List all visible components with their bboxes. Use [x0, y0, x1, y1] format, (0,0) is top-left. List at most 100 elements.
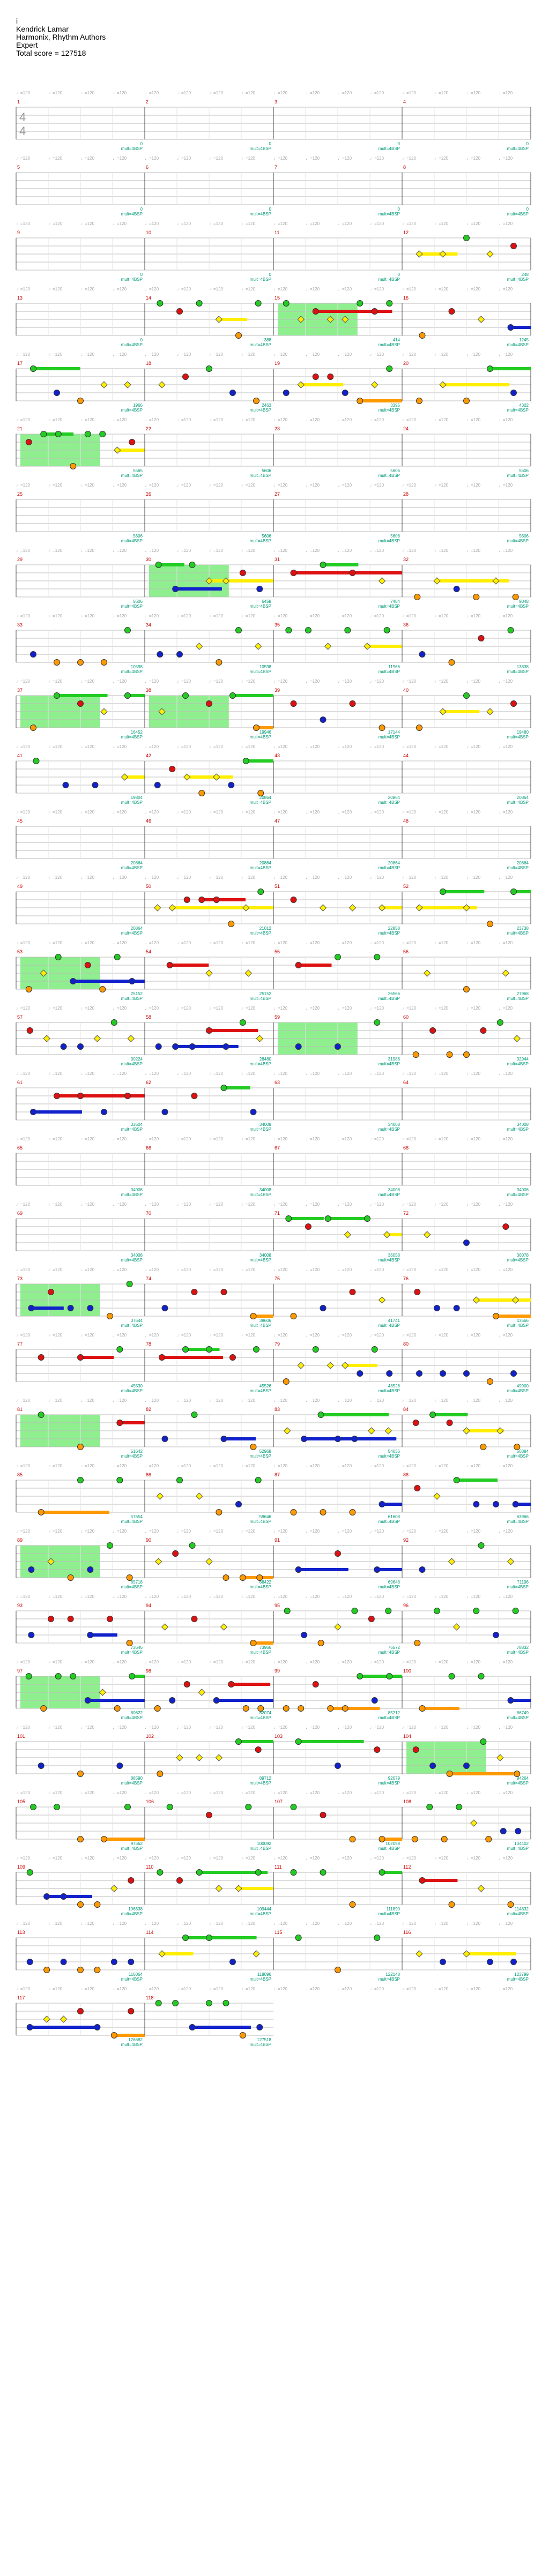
note-gem	[453, 1305, 460, 1311]
tempo-marker: ♩=120	[48, 1529, 63, 1534]
note-gem	[414, 1289, 421, 1295]
tempo-marker: ♩=120	[466, 1987, 481, 1991]
sustain-note	[120, 1421, 145, 1424]
tempo-marker: ♩=120	[48, 1137, 63, 1141]
note-gem	[414, 1485, 421, 1491]
measure-score: 80622	[131, 1711, 143, 1715]
note-gem	[242, 758, 249, 764]
measure-score: 56884	[517, 1449, 529, 1454]
tempo-marker: ♩=120	[80, 352, 95, 357]
measure-number: 73	[17, 1276, 23, 1281]
tempo-marker: ♩=120	[402, 91, 417, 95]
measure-score: 69648	[388, 1580, 400, 1585]
note-gem	[379, 1869, 385, 1876]
note-gem	[256, 2024, 263, 2030]
note-gem	[344, 1231, 352, 1238]
measure-number: 75	[274, 1276, 280, 1281]
tempo-marker: ♩=120	[241, 287, 256, 292]
tempo-marker: ♩=120	[209, 156, 224, 161]
note-gem	[28, 1566, 35, 1573]
measure-number: 118	[146, 1995, 153, 2000]
measure-number: 32	[403, 557, 409, 562]
tempo-marker: ♩=120	[16, 1725, 31, 1730]
measure-number: 27	[274, 491, 280, 497]
tempo-marker: ♩=120	[241, 1398, 256, 1403]
note-gem	[295, 1738, 302, 1745]
note-gem	[379, 1501, 385, 1507]
tempo-marker: ♩=120	[16, 548, 31, 553]
note-gem	[317, 1640, 324, 1646]
measure-score: 20864	[259, 861, 272, 865]
sustain-note	[443, 383, 510, 386]
multiplier-label: mult=4BSP	[379, 1127, 400, 1132]
multiplier-label: mult=4BSP	[250, 1127, 271, 1132]
measure-score: 89712	[259, 1776, 272, 1781]
measure-number: 72	[403, 1211, 409, 1216]
note-gem	[54, 1093, 60, 1099]
note-gem	[320, 1869, 327, 1876]
tempo-marker: ♩=120	[370, 1725, 384, 1730]
note-gem	[60, 1043, 67, 1050]
tempo-marker: ♩=120	[80, 91, 95, 95]
tempo-marker: ♩=120	[113, 1267, 127, 1272]
measure-number: 106	[146, 1799, 154, 1804]
tempo-marker: ♩=120	[466, 1071, 481, 1076]
tempo-marker: ♩=120	[499, 417, 513, 422]
multiplier-label: mult=4BSP	[121, 1323, 143, 1328]
tempo-marker: ♩=120	[209, 679, 224, 684]
tempo-marker: ♩=120	[273, 1594, 288, 1599]
measure-score: 5606	[262, 468, 271, 473]
multiplier-label: mult=4BSP	[121, 212, 143, 216]
tempo-marker: ♩=120	[466, 1529, 481, 1534]
staff-row: ♩=120♩=120♩=120♩=120♩=120♩=120♩=120♩=120…	[16, 221, 531, 282]
tempo-marker: ♩=120	[177, 548, 191, 553]
measure-score: 5606	[390, 534, 400, 539]
note-gem	[284, 1427, 291, 1435]
tempo-marker: ♩=120	[113, 875, 127, 880]
measure-score: 25152	[131, 991, 143, 996]
tempo-marker: ♩=120	[16, 1464, 31, 1468]
tempo-marker: ♩=120	[466, 1267, 481, 1272]
note-gem	[26, 2024, 33, 2030]
measure-number: 17	[17, 361, 23, 366]
tempo-marker: ♩=120	[145, 483, 159, 488]
tempo-marker: ♩=120	[499, 1594, 513, 1599]
note-gem	[507, 1697, 514, 1704]
tempo-marker: ♩=120	[466, 1202, 481, 1207]
note-gem	[124, 692, 131, 699]
note-gem	[502, 1223, 509, 1230]
tempo-marker: ♩=120	[16, 1137, 31, 1141]
measure-score: 388	[264, 338, 272, 342]
tempo-marker: ♩=120	[434, 1267, 449, 1272]
note-gem	[176, 308, 183, 315]
note-gem	[67, 1305, 74, 1311]
measure-score: 5565	[133, 468, 143, 473]
tempo-marker: ♩=120	[209, 221, 224, 226]
note-gem	[155, 2000, 162, 2006]
tempo-marker: ♩=120	[113, 548, 127, 553]
measure-number: 49	[17, 884, 23, 889]
tempo-marker: ♩=120	[16, 156, 31, 161]
staff-row: ♩=120♩=120♩=120♩=120♩=120♩=120♩=120♩=120…	[16, 1267, 531, 1328]
note-gem	[496, 1427, 504, 1435]
measure-score: 116064	[129, 1972, 143, 1977]
note-gem	[155, 1043, 162, 1050]
tempo-marker: ♩=120	[499, 287, 513, 292]
tempo-marker: ♩=120	[48, 1856, 63, 1861]
tempo-marker: ♩=120	[177, 875, 191, 880]
note-gem	[368, 1616, 375, 1622]
note-gem	[77, 1477, 84, 1483]
tempo-marker: ♩=120	[370, 548, 384, 553]
staff-row: ♩=120♩=120♩=120♩=120♩=120♩=120♩=120♩=120…	[16, 1921, 531, 1982]
measure-number: 9	[17, 230, 20, 235]
tempo-marker: ♩=120	[241, 1987, 256, 1991]
